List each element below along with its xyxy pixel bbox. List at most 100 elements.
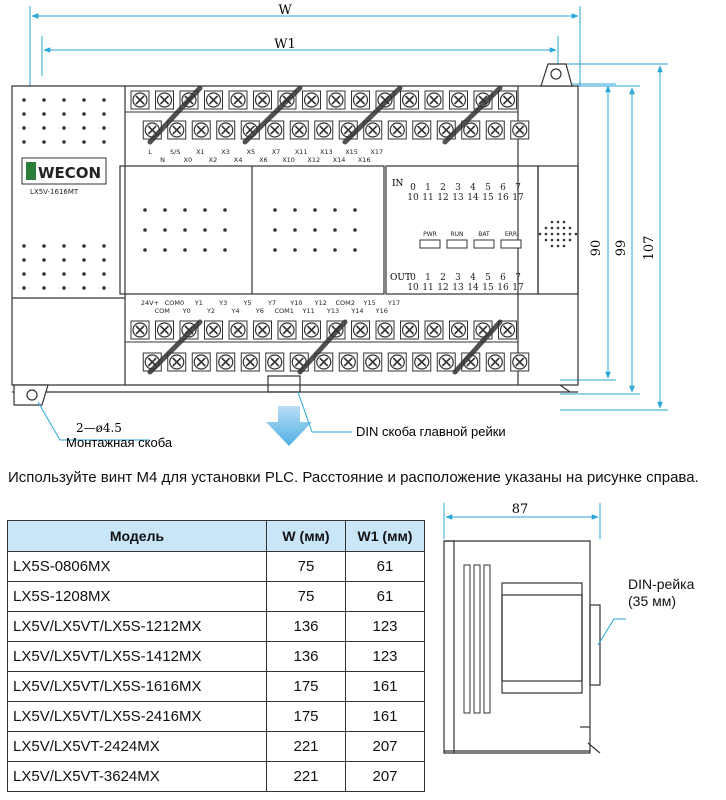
terminal-label: X5	[247, 148, 256, 156]
vent-dot	[183, 248, 187, 252]
vent-dot	[203, 208, 207, 212]
cell-model: LX5S-0806MX	[7, 551, 267, 582]
vent-dot	[62, 98, 66, 102]
vent-dot	[22, 140, 26, 144]
terminal-label: COM0	[165, 299, 184, 307]
cell-model: LX5V/LX5VT/LX5S-2416MX	[7, 701, 267, 732]
vent-dot	[562, 238, 566, 242]
screw-slot	[380, 325, 390, 335]
vent-dot	[42, 258, 46, 262]
screw-slot	[453, 95, 464, 105]
vent-dot	[82, 258, 86, 262]
screw-slot	[490, 125, 500, 135]
io-number: 3	[455, 183, 461, 193]
screw-slot	[306, 95, 317, 105]
vent-dot	[22, 112, 26, 116]
screw-head	[426, 322, 442, 338]
din-rail-name: DIN-рейка	[628, 576, 695, 592]
vent-dot	[62, 112, 66, 116]
vent-dot	[82, 272, 86, 276]
screw-slot	[159, 325, 170, 335]
fin	[473, 564, 481, 714]
dim-90-label: 90	[589, 240, 604, 257]
terminal-block-top	[125, 90, 530, 140]
screw-slot	[208, 325, 219, 335]
io-number: 13	[452, 193, 464, 203]
vent-dot	[538, 232, 542, 236]
io-number: 6	[500, 273, 506, 283]
bottom-terminal-labels: 24V+COMCOM0Y0Y1Y2Y3Y4Y5Y6Y7COM1Y10Y11Y12…	[141, 299, 400, 315]
terminal-label: X7	[272, 148, 281, 156]
screw-head	[450, 322, 467, 338]
screw-slot	[368, 125, 378, 135]
io-number: 17	[512, 193, 524, 203]
screw-head	[487, 354, 503, 370]
cell-model: LX5V/LX5VT-2424MX	[7, 731, 267, 762]
cell-model: LX5V/LX5VT/LX5S-1212MX	[7, 611, 267, 642]
screw-slot	[417, 357, 427, 367]
screw-head	[156, 322, 173, 338]
terminal-label: Y6	[255, 307, 264, 315]
vent-dot	[550, 220, 554, 224]
vent-dot	[82, 98, 86, 102]
terminal-label: X4	[234, 156, 243, 164]
vent-dot	[353, 248, 357, 252]
screw-slot	[502, 95, 513, 105]
cell-w1: 207	[345, 731, 425, 762]
terminal-label: L	[148, 148, 152, 156]
vent-dot	[102, 126, 106, 130]
screw-head	[132, 322, 148, 338]
vent-dot	[82, 286, 86, 290]
screw-slot	[306, 325, 317, 335]
model-plate: LX5V-1616MT	[30, 188, 79, 196]
terminal-label: X17	[370, 148, 383, 156]
vent-dot	[22, 98, 26, 102]
vent-dot	[143, 208, 147, 212]
terminal-label: Y11	[301, 307, 314, 315]
screw-head	[401, 92, 418, 108]
vent-dot	[293, 208, 297, 212]
vent-dot	[544, 232, 548, 236]
io-number: 12	[437, 283, 448, 293]
vent-dot	[62, 126, 66, 130]
vent-dot	[353, 228, 357, 232]
vent-dot	[562, 232, 566, 236]
io-number: 7	[515, 273, 521, 283]
screw-head	[377, 92, 393, 108]
dim-w1-label: W1	[274, 37, 296, 52]
screw-head	[499, 322, 516, 338]
screw-slot	[319, 357, 329, 367]
vent-dot	[143, 228, 147, 232]
plc-side-view: 87	[443, 502, 626, 754]
cell-model: LX5S-1208MX	[7, 581, 267, 612]
io-number: 14	[467, 283, 479, 293]
screw-head	[316, 122, 332, 138]
screw-head	[156, 92, 173, 108]
cell-w1: 161	[345, 701, 425, 732]
terminal-label: Y3	[218, 299, 227, 307]
side-body	[443, 540, 601, 754]
terminal-label: X6	[259, 156, 268, 164]
vent-dot	[203, 228, 207, 232]
vent-dot	[562, 244, 566, 248]
terminal-label: Y14	[350, 307, 363, 315]
vent-dot	[203, 248, 207, 252]
io-number: 13	[452, 283, 464, 293]
vent-dot	[102, 112, 106, 116]
table-header-row: Модель W (мм) W1 (мм)	[7, 520, 425, 552]
vent-dot	[102, 244, 106, 248]
brand-label: WECON	[38, 164, 101, 182]
screw-slot	[392, 357, 402, 367]
vent-dot	[313, 208, 317, 212]
terminal-label: N	[160, 156, 165, 164]
led-label: PWR	[423, 231, 437, 238]
screw-slot	[135, 95, 145, 105]
screw-head	[499, 92, 516, 108]
cell-w1: 61	[345, 581, 425, 612]
vent-dot	[62, 272, 66, 276]
